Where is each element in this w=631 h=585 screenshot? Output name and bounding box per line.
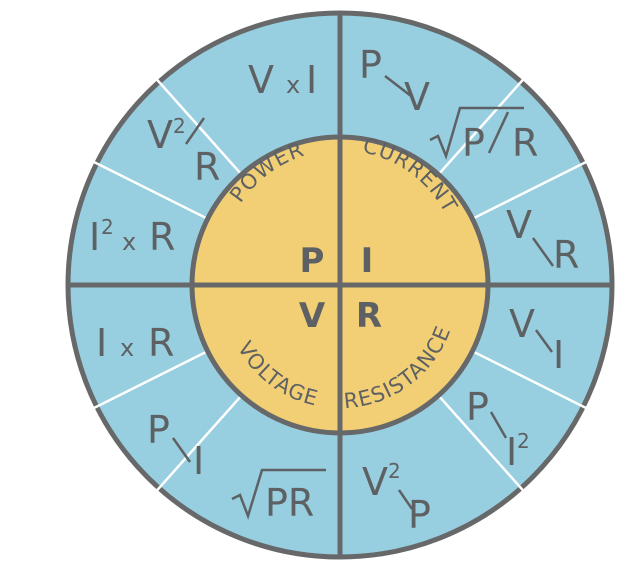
voltage-formula-sqrt-pr: PR [231, 468, 326, 525]
svg-text:R: R [194, 145, 220, 189]
svg-text:R: R [512, 121, 538, 165]
svg-text:I: I [306, 58, 317, 102]
svg-text:2: 2 [517, 429, 530, 453]
svg-text:PR: PR [265, 481, 314, 525]
svg-text:2: 2 [173, 114, 186, 138]
svg-text:V: V [248, 58, 274, 102]
current-letter: I [361, 241, 374, 281]
resistance-letter: R [356, 296, 382, 336]
svg-text:R: R [149, 215, 175, 259]
svg-text:R: R [148, 321, 174, 365]
svg-text:V: V [362, 460, 388, 504]
current-formula-pv: P V [359, 43, 430, 119]
voltage-formula-ixr: I x R [96, 321, 174, 365]
power-letter: P [300, 241, 325, 281]
svg-text:V: V [147, 113, 173, 157]
svg-text:I: I [89, 215, 100, 259]
quadrant-cross [68, 13, 612, 557]
svg-text:P: P [359, 43, 382, 87]
svg-text:2: 2 [388, 459, 401, 483]
svg-text:x: x [286, 71, 300, 99]
svg-text:V: V [509, 302, 535, 346]
resistance-formula-pi2: P I 2 [466, 385, 530, 474]
voltage-formula-pi: P I [147, 408, 204, 483]
resistance-formula-vi: V I [509, 302, 564, 377]
power-formula-v2r: V 2 R [147, 113, 220, 189]
svg-text:V: V [506, 203, 532, 247]
svg-text:P: P [408, 493, 431, 537]
svg-text:x: x [120, 334, 134, 362]
svg-text:I: I [96, 321, 107, 365]
svg-text:P: P [147, 408, 170, 452]
svg-text:I: I [193, 439, 204, 483]
svg-text:P: P [466, 385, 489, 429]
current-formula-sqrt-pr: P R [429, 106, 538, 165]
svg-text:x: x [122, 228, 136, 256]
svg-text:2: 2 [101, 215, 114, 239]
resistance-formula-v2p: V 2 P [362, 459, 431, 537]
svg-text:V: V [404, 75, 430, 119]
svg-text:I: I [506, 430, 517, 474]
svg-text:I: I [553, 333, 564, 377]
current-formula-vr: V R [506, 203, 579, 277]
svg-text:P: P [462, 121, 485, 165]
power-formula-vxi: V x I [248, 58, 317, 102]
power-formula-i2xr: I 2 x R [89, 215, 175, 259]
svg-text:R: R [553, 233, 579, 277]
voltage-letter: V [299, 296, 326, 336]
